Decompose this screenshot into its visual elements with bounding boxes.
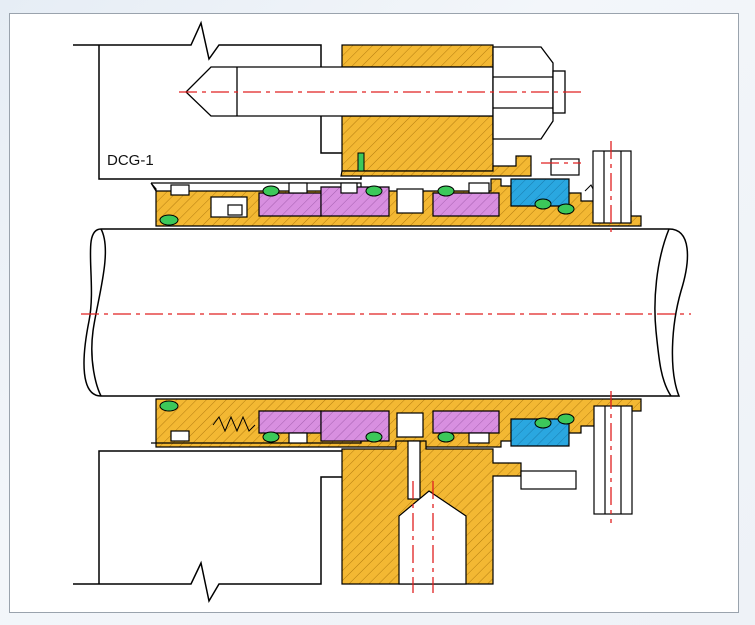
- bolt-nut-top: [492, 46, 566, 140]
- centerlines: [81, 91, 691, 593]
- seal-face-stationary-bottom: [432, 410, 500, 434]
- shaft: [83, 228, 689, 397]
- pump-housing-top: [73, 20, 362, 180]
- seal-face-stationary-top: [432, 192, 500, 217]
- spring-bottom: [212, 415, 256, 433]
- drawing-frame: DCG-1: [9, 13, 739, 613]
- pump-housing-bottom: [73, 450, 362, 604]
- drawing-label: DCG-1: [107, 152, 154, 169]
- inner-cut-top: [170, 182, 490, 218]
- inner-cut-bottom: [170, 412, 490, 444]
- clamp-ring-bottom: [520, 405, 633, 515]
- o-rings-bottom: [159, 400, 575, 476]
- sleeve-collar-blue-bottom: [510, 418, 570, 447]
- gland-flange-top: [340, 44, 532, 177]
- o-rings-top: [159, 152, 575, 226]
- mechanical-seal-drawing: DCG-1: [73, 20, 691, 604]
